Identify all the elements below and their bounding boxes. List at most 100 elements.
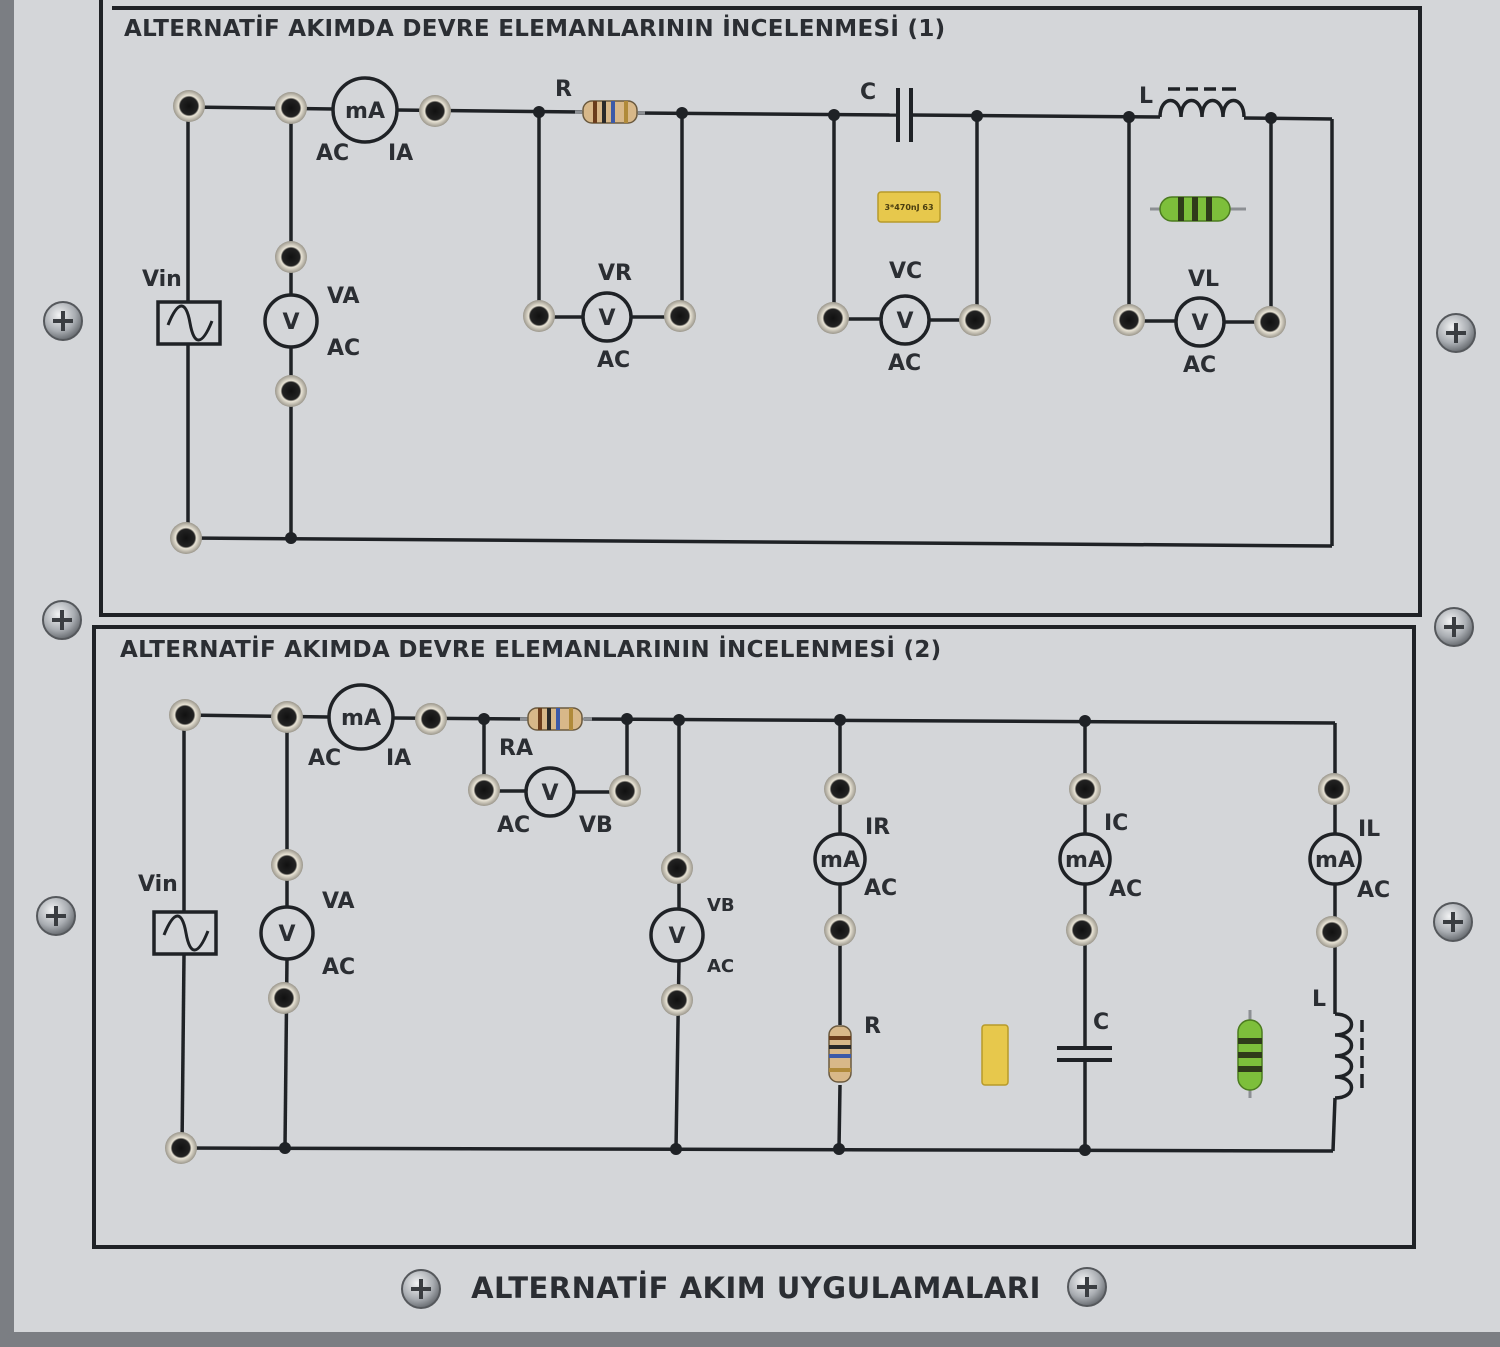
circuit-1-wiring — [185, 105, 1334, 548]
svg-text:mA: mA — [1065, 848, 1105, 873]
ammeter-ir: mA — [813, 832, 867, 886]
vra-mode-label: AC — [497, 813, 530, 838]
screw-icon — [1434, 607, 1474, 647]
jack-terminal[interactable] — [817, 302, 849, 334]
jack-terminal[interactable] — [1316, 916, 1348, 948]
voltmeter-vb: V — [649, 907, 705, 963]
ammeter-name-label: IA — [388, 141, 413, 166]
jack-terminal[interactable] — [419, 95, 451, 127]
il-mode-label: AC — [1357, 878, 1390, 903]
jack-terminal[interactable] — [271, 701, 303, 733]
jack-terminal[interactable] — [275, 241, 307, 273]
screw-icon — [1433, 902, 1473, 942]
voltmeter-vc: V — [879, 294, 931, 346]
svg-text:mA: mA — [820, 848, 860, 873]
ammeter-ia: mA — [327, 683, 395, 751]
screw-icon — [1436, 313, 1476, 353]
vl-mode-label: AC — [1183, 353, 1216, 378]
jack-terminal[interactable] — [664, 300, 696, 332]
svg-text:V: V — [668, 924, 685, 949]
svg-text:V: V — [541, 781, 558, 806]
frame-circuit-1 — [99, 0, 1422, 617]
il-name-label: IL — [1358, 817, 1380, 842]
jack-terminal[interactable] — [415, 703, 447, 735]
inductor-l-label: L — [1139, 84, 1153, 109]
capacitor-part — [981, 1024, 1009, 1086]
svg-text:mA: mA — [341, 706, 381, 731]
voltmeter-va: V — [263, 293, 319, 349]
jack-terminal[interactable] — [609, 775, 641, 807]
jack-terminal[interactable] — [170, 522, 202, 554]
screw-icon — [43, 301, 83, 341]
jack-terminal[interactable] — [271, 849, 303, 881]
capacitor-part: 3*470nJ 63 — [877, 191, 941, 223]
jack-terminal[interactable] — [824, 914, 856, 946]
frame-circuit-2 — [92, 625, 1416, 1249]
inductor-l-symbol — [1334, 1012, 1364, 1100]
svg-text:mA: mA — [1315, 848, 1355, 873]
jack-terminal[interactable] — [468, 774, 500, 806]
va-mode-label: AC — [322, 955, 355, 980]
ir-mode-label: AC — [864, 876, 897, 901]
svg-text:V: V — [1191, 311, 1208, 336]
jack-terminal[interactable] — [1066, 914, 1098, 946]
svg-text:V: V — [896, 309, 913, 334]
resistor-ra-label: RA — [499, 736, 533, 761]
svg-text:3*470nJ 63: 3*470nJ 63 — [884, 203, 933, 212]
jack-terminal[interactable] — [661, 852, 693, 884]
jack-terminal[interactable] — [523, 300, 555, 332]
jack-terminal[interactable] — [824, 773, 856, 805]
resistor-r-label: R — [555, 77, 572, 102]
panel-background — [14, 0, 1500, 1332]
resistor-ra-component — [520, 707, 592, 731]
svg-text:mA: mA — [345, 99, 385, 124]
va-name-label: VA — [327, 284, 360, 309]
ammeter-ia: mA — [331, 76, 399, 144]
ammeter-mode-label: AC — [316, 141, 349, 166]
circuit-2-junctions — [279, 713, 1091, 1156]
jack-terminal[interactable] — [661, 984, 693, 1016]
vl-name-label: VL — [1188, 267, 1219, 292]
screw-icon — [1067, 1267, 1107, 1307]
va-mode-label: AC — [327, 336, 360, 361]
resistor-r-component — [574, 100, 646, 124]
jack-terminal[interactable] — [275, 92, 307, 124]
jack-terminal[interactable] — [165, 1132, 197, 1164]
capacitor-c-symbol — [896, 88, 913, 142]
jack-terminal[interactable] — [1113, 304, 1145, 336]
svg-text:V: V — [282, 310, 299, 335]
vin-label: Vin — [142, 267, 182, 292]
jack-terminal[interactable] — [268, 982, 300, 1014]
vc-mode-label: AC — [888, 351, 921, 376]
jack-terminal[interactable] — [275, 375, 307, 407]
circuit-2-title: ALTERNATİF AKIMDA DEVRE ELEMANLARININ İN… — [120, 635, 941, 663]
ammeter-il: mA — [1308, 832, 1362, 886]
jack-terminal[interactable] — [959, 304, 991, 336]
ammeter-mode-label: AC — [308, 746, 341, 771]
vb-name-label: VB — [707, 895, 735, 916]
jack-terminal[interactable] — [1318, 773, 1350, 805]
vra-name-label: VB — [579, 813, 613, 838]
jack-terminal[interactable] — [173, 90, 205, 122]
branch-l-label: L — [1312, 987, 1326, 1012]
branch-r-label: R — [864, 1014, 881, 1039]
jack-terminal[interactable] — [1254, 306, 1286, 338]
vb-mode-label: AC — [707, 956, 734, 977]
voltmeter-vl: V — [1174, 296, 1226, 348]
ic-name-label: IC — [1104, 811, 1128, 836]
vr-mode-label: AC — [597, 348, 630, 373]
vc-name-label: VC — [889, 259, 922, 284]
jack-terminal[interactable] — [169, 699, 201, 731]
vin-label: Vin — [138, 872, 178, 897]
ac-source-icon — [156, 300, 222, 346]
jack-terminal[interactable] — [1069, 773, 1101, 805]
ir-name-label: IR — [865, 815, 890, 840]
svg-text:V: V — [598, 306, 615, 331]
inductor-l-symbol — [1158, 87, 1246, 118]
va-name-label: VA — [322, 889, 355, 914]
circuit-1-title: ALTERNATİF AKIMDA DEVRE ELEMANLARININ İN… — [124, 14, 945, 42]
vr-name-label: VR — [598, 261, 632, 286]
branch-c-label: C — [1093, 1010, 1109, 1035]
panel-footer-title: ALTERNATİF AKIM UYGULAMALARI — [471, 1271, 1041, 1305]
